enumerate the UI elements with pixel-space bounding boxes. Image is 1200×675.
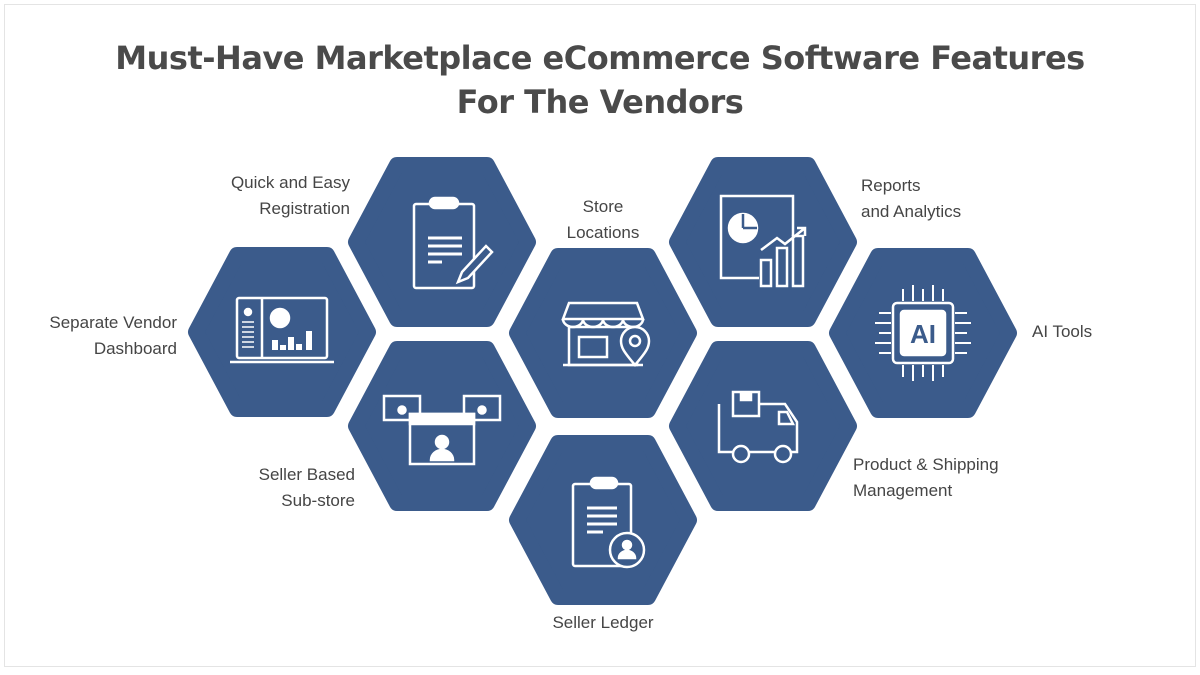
svg-text:AI: AI: [910, 319, 936, 349]
label-line: Quick and Easy: [230, 173, 350, 192]
hexagon-product-shipping: [677, 349, 849, 503]
label-line: Separate Vendor: [49, 313, 177, 332]
hexagon-quick-registration: [356, 165, 528, 319]
hexagon-separate-vendor-dashboard: [196, 255, 368, 409]
label-line: Locations: [566, 223, 640, 242]
page-frame: [4, 4, 1196, 667]
label-line: AI Tools: [1032, 322, 1093, 341]
label-line: Seller Based: [258, 465, 355, 484]
hexagon-ai-tools: AI: [837, 256, 1009, 410]
label-line: Registration: [259, 199, 350, 218]
label-ai-tools: AI Tools: [1032, 319, 1132, 345]
label-seller-ledger: Seller Ledger: [523, 610, 683, 636]
report-chart-icon: [719, 194, 807, 288]
label-line: Reports: [861, 176, 921, 195]
label-line: Store: [582, 197, 624, 216]
sub-stores-icon: [382, 394, 502, 466]
clipboard-pencil-icon: [412, 196, 494, 290]
laptop-dashboard-icon: [230, 296, 334, 364]
label-line: Product & Shipping: [853, 455, 999, 474]
ai-chip-icon: AI: [875, 285, 971, 381]
title-line-1: Must-Have Marketplace eCommerce Software…: [115, 39, 1085, 77]
label-line: and Analytics: [861, 202, 962, 221]
hexagon-seller-ledger: [517, 443, 689, 597]
ledger-user-icon: [571, 476, 646, 569]
store-location-icon: [561, 301, 651, 367]
hexagon-seller-sub-store: [356, 349, 528, 503]
label-line: Seller Ledger: [552, 613, 654, 632]
label-reports-analytics: Reports and Analytics: [861, 173, 1021, 225]
label-line: Sub-store: [281, 491, 355, 510]
hexagon-store-locations: [517, 256, 689, 410]
hexagon-reports-analytics: [677, 165, 849, 319]
page-title: Must-Have Marketplace eCommerce Software…: [0, 36, 1200, 124]
delivery-truck-icon: [717, 390, 799, 464]
label-line: Dashboard: [93, 339, 177, 358]
title-line-2: For The Vendors: [456, 83, 744, 121]
label-line: Management: [853, 481, 953, 500]
